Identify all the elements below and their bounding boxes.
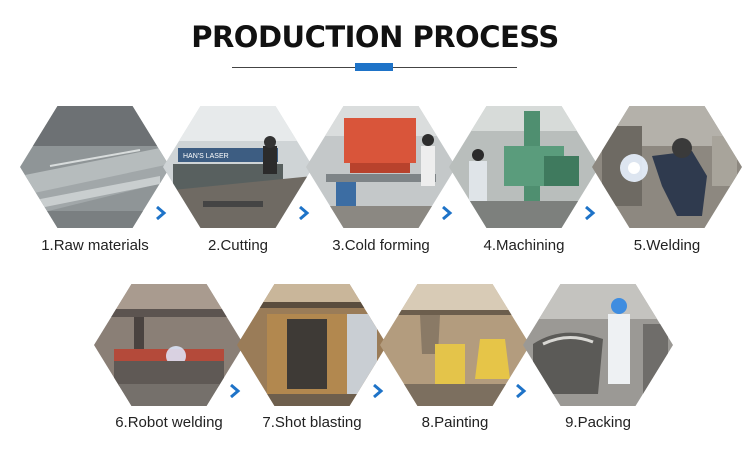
- packing-photo: [523, 284, 673, 406]
- chevron-right-icon: [155, 206, 167, 220]
- step-label: 8.Painting: [421, 414, 489, 431]
- press-brake-photo: [306, 106, 456, 228]
- chevron-right-icon: [298, 206, 310, 220]
- step-label: 9.Packing: [565, 414, 631, 431]
- step-label: 1.Raw materials: [41, 237, 149, 254]
- shot-blasting-photo: [237, 284, 387, 406]
- painting-photo: [380, 284, 530, 406]
- page-title: PRODUCTION PROCESS: [191, 20, 559, 54]
- laser-cutting-photo: HAN'S LASER: [163, 106, 313, 228]
- raw-materials-photo: [20, 106, 170, 228]
- step-label: 5.Welding: [633, 237, 701, 254]
- welding-photo: [592, 106, 742, 228]
- machine-brand-text: HAN'S LASER: [183, 153, 229, 160]
- step-label: 3.Cold forming: [332, 237, 430, 254]
- step-label: 6.Robot welding: [115, 414, 223, 431]
- step-label: 4.Machining: [483, 237, 565, 254]
- chevron-right-icon: [584, 206, 596, 220]
- chevron-right-icon: [515, 384, 527, 398]
- robot-welding-photo: [94, 284, 244, 406]
- step-label: 2.Cutting: [207, 237, 269, 254]
- chevron-right-icon: [372, 384, 384, 398]
- chevron-right-icon: [441, 206, 453, 220]
- machining-photo: [449, 106, 599, 228]
- title-accent-bar: [355, 63, 393, 71]
- step-label: 7.Shot blasting: [262, 414, 362, 431]
- chevron-right-icon: [229, 384, 241, 398]
